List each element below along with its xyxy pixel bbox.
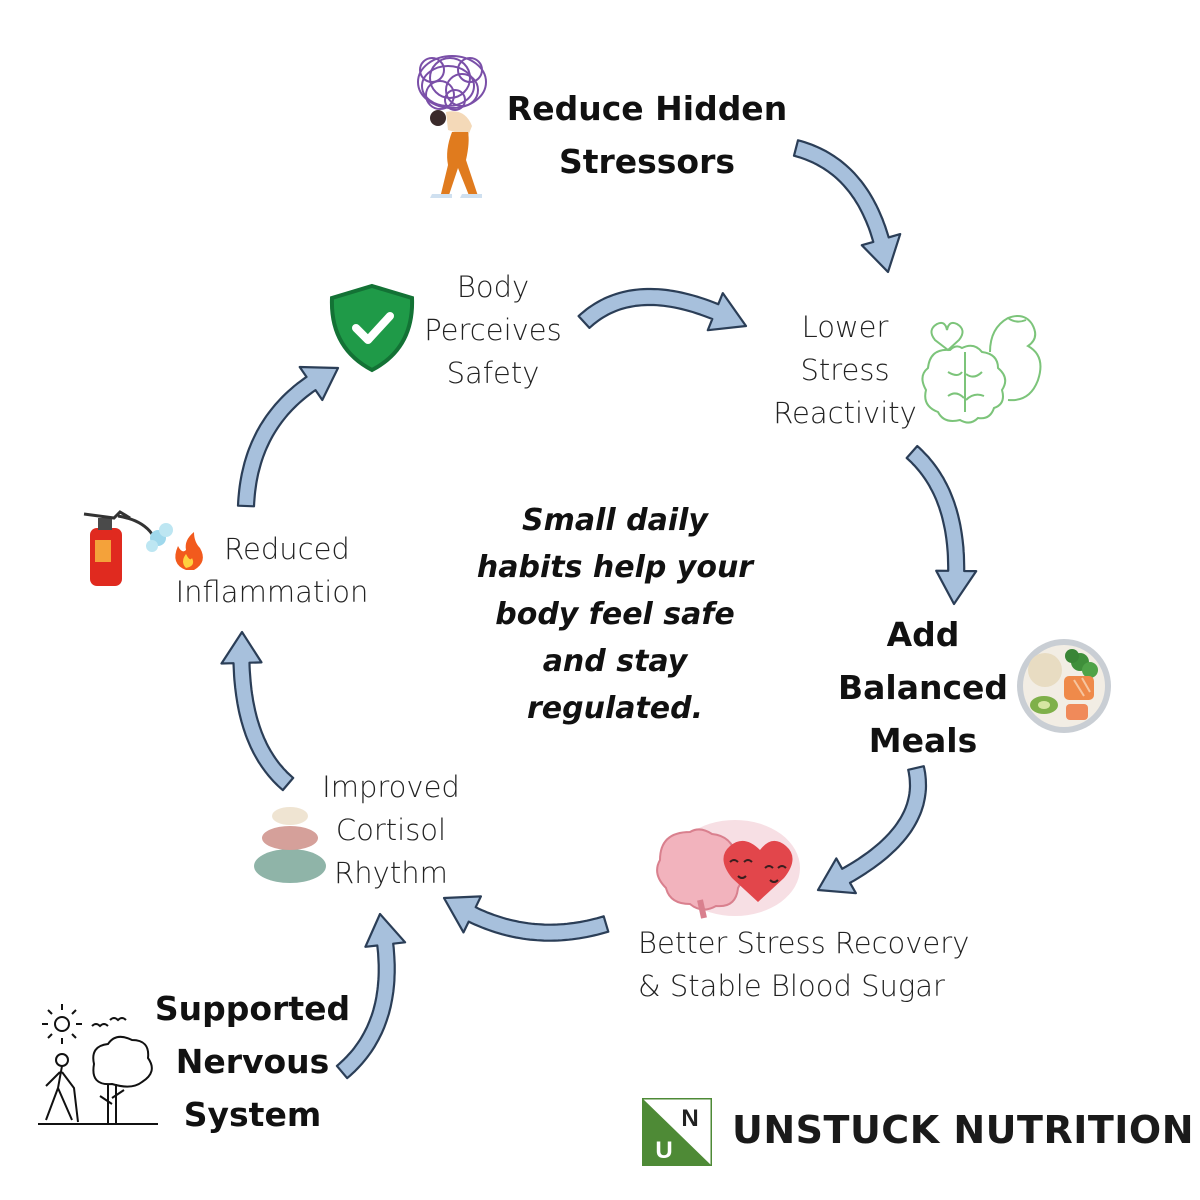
flexed-brain-icon: [921, 315, 1042, 424]
center-message-line: regulated.: [526, 691, 704, 726]
node-label-line: Reduced: [224, 532, 350, 566]
node-label-line: Perceives: [424, 313, 562, 347]
node-label-line: Balanced: [837, 668, 1009, 707]
node-label-line: Safety: [446, 356, 540, 390]
node-label-line: Improved: [322, 770, 460, 804]
node-label-line: Reduce Hidden: [506, 89, 788, 128]
node-label-line: Nervous: [175, 1042, 330, 1081]
node-label-line: Meals: [868, 721, 978, 760]
nature-walk-icon: [38, 1004, 158, 1125]
node-better-stress-recovery: Better Stress Recovery & Stable Blood Su…: [638, 922, 969, 1008]
arrow-lower-to-meals: [905, 444, 978, 606]
node-label-line: Reactivity: [773, 396, 917, 430]
node-label-line: Stressors: [558, 142, 736, 181]
node-label-line: Cortisol: [335, 813, 447, 847]
node-improved-cortisol-rhythm: Improved Cortisol Rhythm: [318, 766, 464, 895]
center-message-line: Small daily: [522, 503, 708, 538]
brain-heart-hug-icon: [656, 820, 800, 919]
center-message-line: and stay: [542, 644, 688, 679]
node-label-line: Supported: [154, 989, 351, 1028]
node-label-line: Add: [886, 615, 960, 654]
fire-extinguisher-icon: [83, 510, 203, 586]
arrow-inflammation-to-safety: [236, 365, 340, 508]
arrow-safety-to-lower: [577, 287, 748, 332]
arrow-recovery-to-cortisol: [442, 895, 610, 942]
node-label-line: & Stable Blood Sugar: [638, 969, 945, 1003]
center-message-line: habits help your: [476, 550, 754, 585]
node-add-balanced-meals: Add Balanced Meals: [828, 608, 1018, 767]
brand-logo-letter: N: [681, 1105, 698, 1132]
node-label-line: Stress: [800, 353, 890, 387]
node-supported-nervous-system: Supported Nervous System: [150, 982, 355, 1141]
arrow-stressors-to-lower: [792, 139, 902, 274]
center-message-line: body feel safe: [495, 597, 735, 632]
meal-bowl-icon: [1017, 639, 1111, 733]
center-message: Small daily habits help your body feel s…: [470, 497, 760, 732]
node-reduce-hidden-stressors: Reduce Hidden Stressors: [502, 82, 792, 188]
stacked-stones-icon: [254, 807, 326, 883]
node-label-line: Body: [456, 270, 530, 304]
node-lower-stress-reactivity: Lower Stress Reactivity: [770, 306, 920, 435]
brand-logo: N U: [642, 1098, 712, 1166]
node-label-line: Lower: [801, 310, 889, 344]
shield-check-icon: [329, 283, 415, 373]
node-label-line: System: [183, 1095, 322, 1134]
arrow-nervous-to-cortisol: [335, 912, 407, 1080]
node-label-line: Better Stress Recovery: [638, 926, 970, 960]
node-label-line: Rhythm: [334, 856, 448, 890]
arrow-cortisol-to-inflammation: [220, 630, 295, 792]
arrow-meals-to-recovery: [816, 765, 928, 895]
stressed-person-icon: [417, 55, 487, 198]
brand-name: UNSTUCK NUTRITION: [732, 1108, 1195, 1152]
node-body-perceives-safety: Body Perceives Safety: [418, 266, 568, 395]
brand-logo-letter: U: [655, 1137, 672, 1164]
node-reduced-inflammation: Reduced Inflammation: [172, 528, 372, 614]
node-label-line: Inflammation: [175, 575, 369, 609]
